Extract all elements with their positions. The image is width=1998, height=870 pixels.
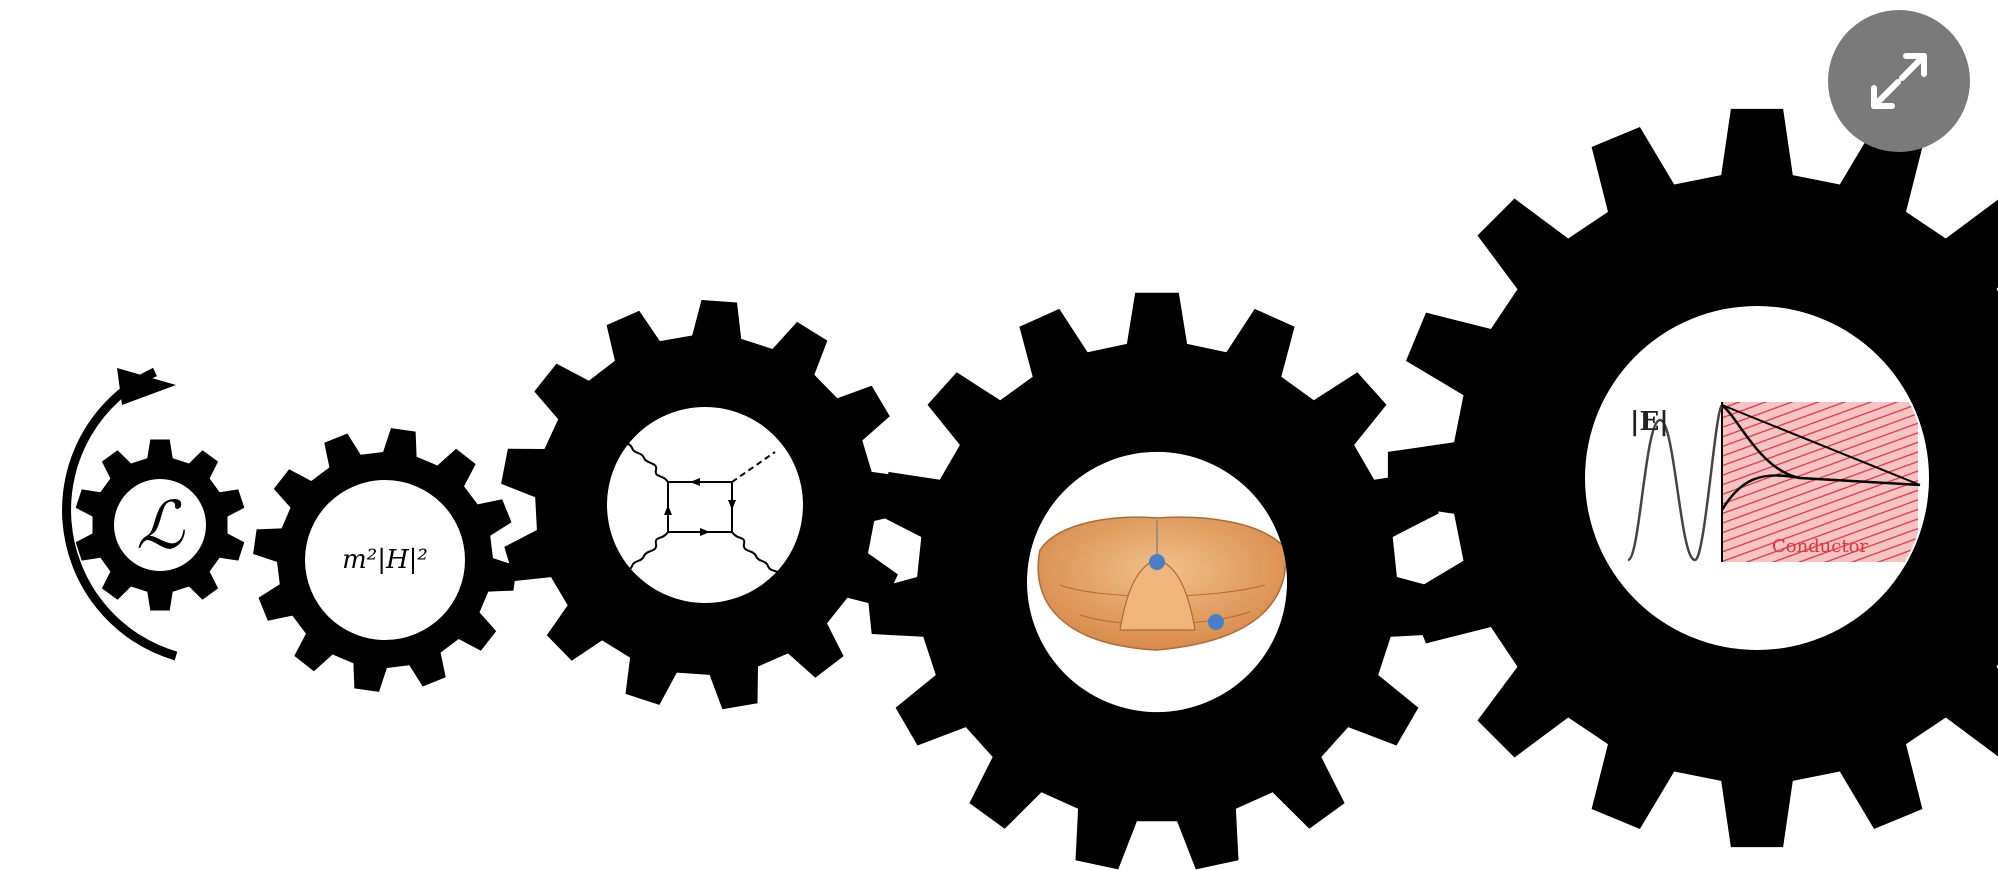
field-magnitude-label: |E| bbox=[1630, 407, 1669, 437]
mass-term-formula: m²|H|² bbox=[342, 545, 428, 575]
feynman-diagram-icon bbox=[620, 440, 780, 574]
field-in-conductor-icon: Conductor bbox=[1628, 402, 1920, 562]
svg-text:m²|H|²: m²|H|² bbox=[342, 545, 428, 575]
gear-feynman-diagram-icon bbox=[501, 300, 910, 709]
expand-button[interactable] bbox=[1828, 10, 1970, 152]
lagrangian-symbol: ℒ bbox=[136, 487, 185, 564]
expand-icon bbox=[1828, 10, 1970, 152]
higgs-potential-icon bbox=[1038, 517, 1286, 650]
svg-text:Conductor: Conductor bbox=[1772, 536, 1868, 557]
svg-text:ℒ: ℒ bbox=[136, 487, 185, 564]
